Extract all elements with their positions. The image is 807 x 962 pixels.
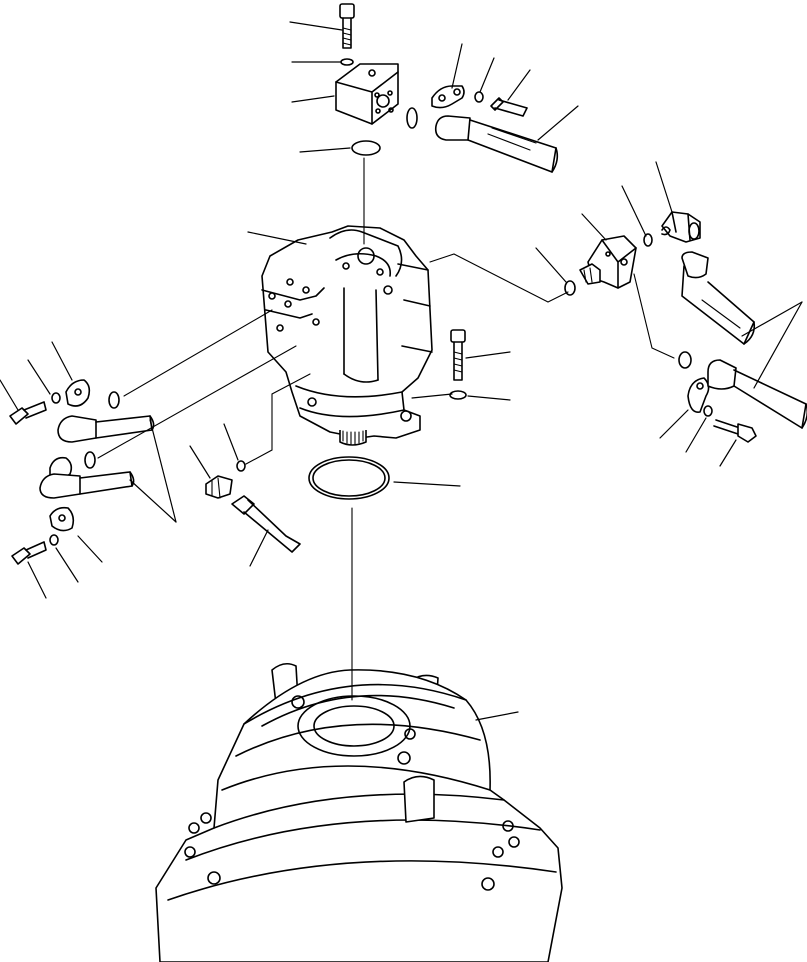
leader-lines <box>0 22 802 720</box>
top-oring <box>352 141 380 155</box>
right-lower-oring <box>679 352 691 368</box>
top-hose <box>436 116 558 172</box>
right-bolt-washer <box>450 391 466 399</box>
right-bolt <box>451 330 465 380</box>
drain-fitting-oring <box>237 461 245 471</box>
left-bottom-flange-bolt <box>12 542 46 564</box>
right-flange-bolt <box>714 420 756 442</box>
top-split-flange <box>432 86 464 108</box>
relief-valve-oring <box>565 281 575 295</box>
left-bottom-split-flange <box>50 508 73 531</box>
right-split-flange <box>688 378 709 412</box>
left-bottom-washer <box>50 535 58 545</box>
top-bolt-washer <box>341 59 353 65</box>
top-flange-washer <box>475 92 483 102</box>
right-flange-washer <box>704 406 712 416</box>
swing-machinery-housing <box>156 664 562 962</box>
valve-block-oring <box>407 108 417 128</box>
left-upper-hose <box>58 416 154 442</box>
drain-fitting <box>206 476 232 498</box>
right-long-hose <box>682 252 754 344</box>
left-upper-washer <box>52 393 60 403</box>
left-lower-hose <box>40 472 134 498</box>
right-lower-hose <box>708 360 807 428</box>
top-flange-bolt <box>491 98 527 116</box>
swing-motor <box>262 226 432 445</box>
left-middle-oring <box>85 452 95 468</box>
top-mounting-bolt <box>340 4 354 48</box>
valve-block <box>336 64 398 124</box>
elbow-fitting <box>662 212 700 242</box>
drain-hose <box>232 496 300 552</box>
alignment-lines <box>98 158 674 700</box>
elbow-oring <box>644 234 652 246</box>
motor-large-oring <box>309 457 389 499</box>
left-upper-flange-bolt <box>10 402 46 424</box>
left-upper-oring <box>109 392 119 408</box>
left-upper-split-flange <box>66 380 89 406</box>
relief-valve <box>580 236 636 288</box>
